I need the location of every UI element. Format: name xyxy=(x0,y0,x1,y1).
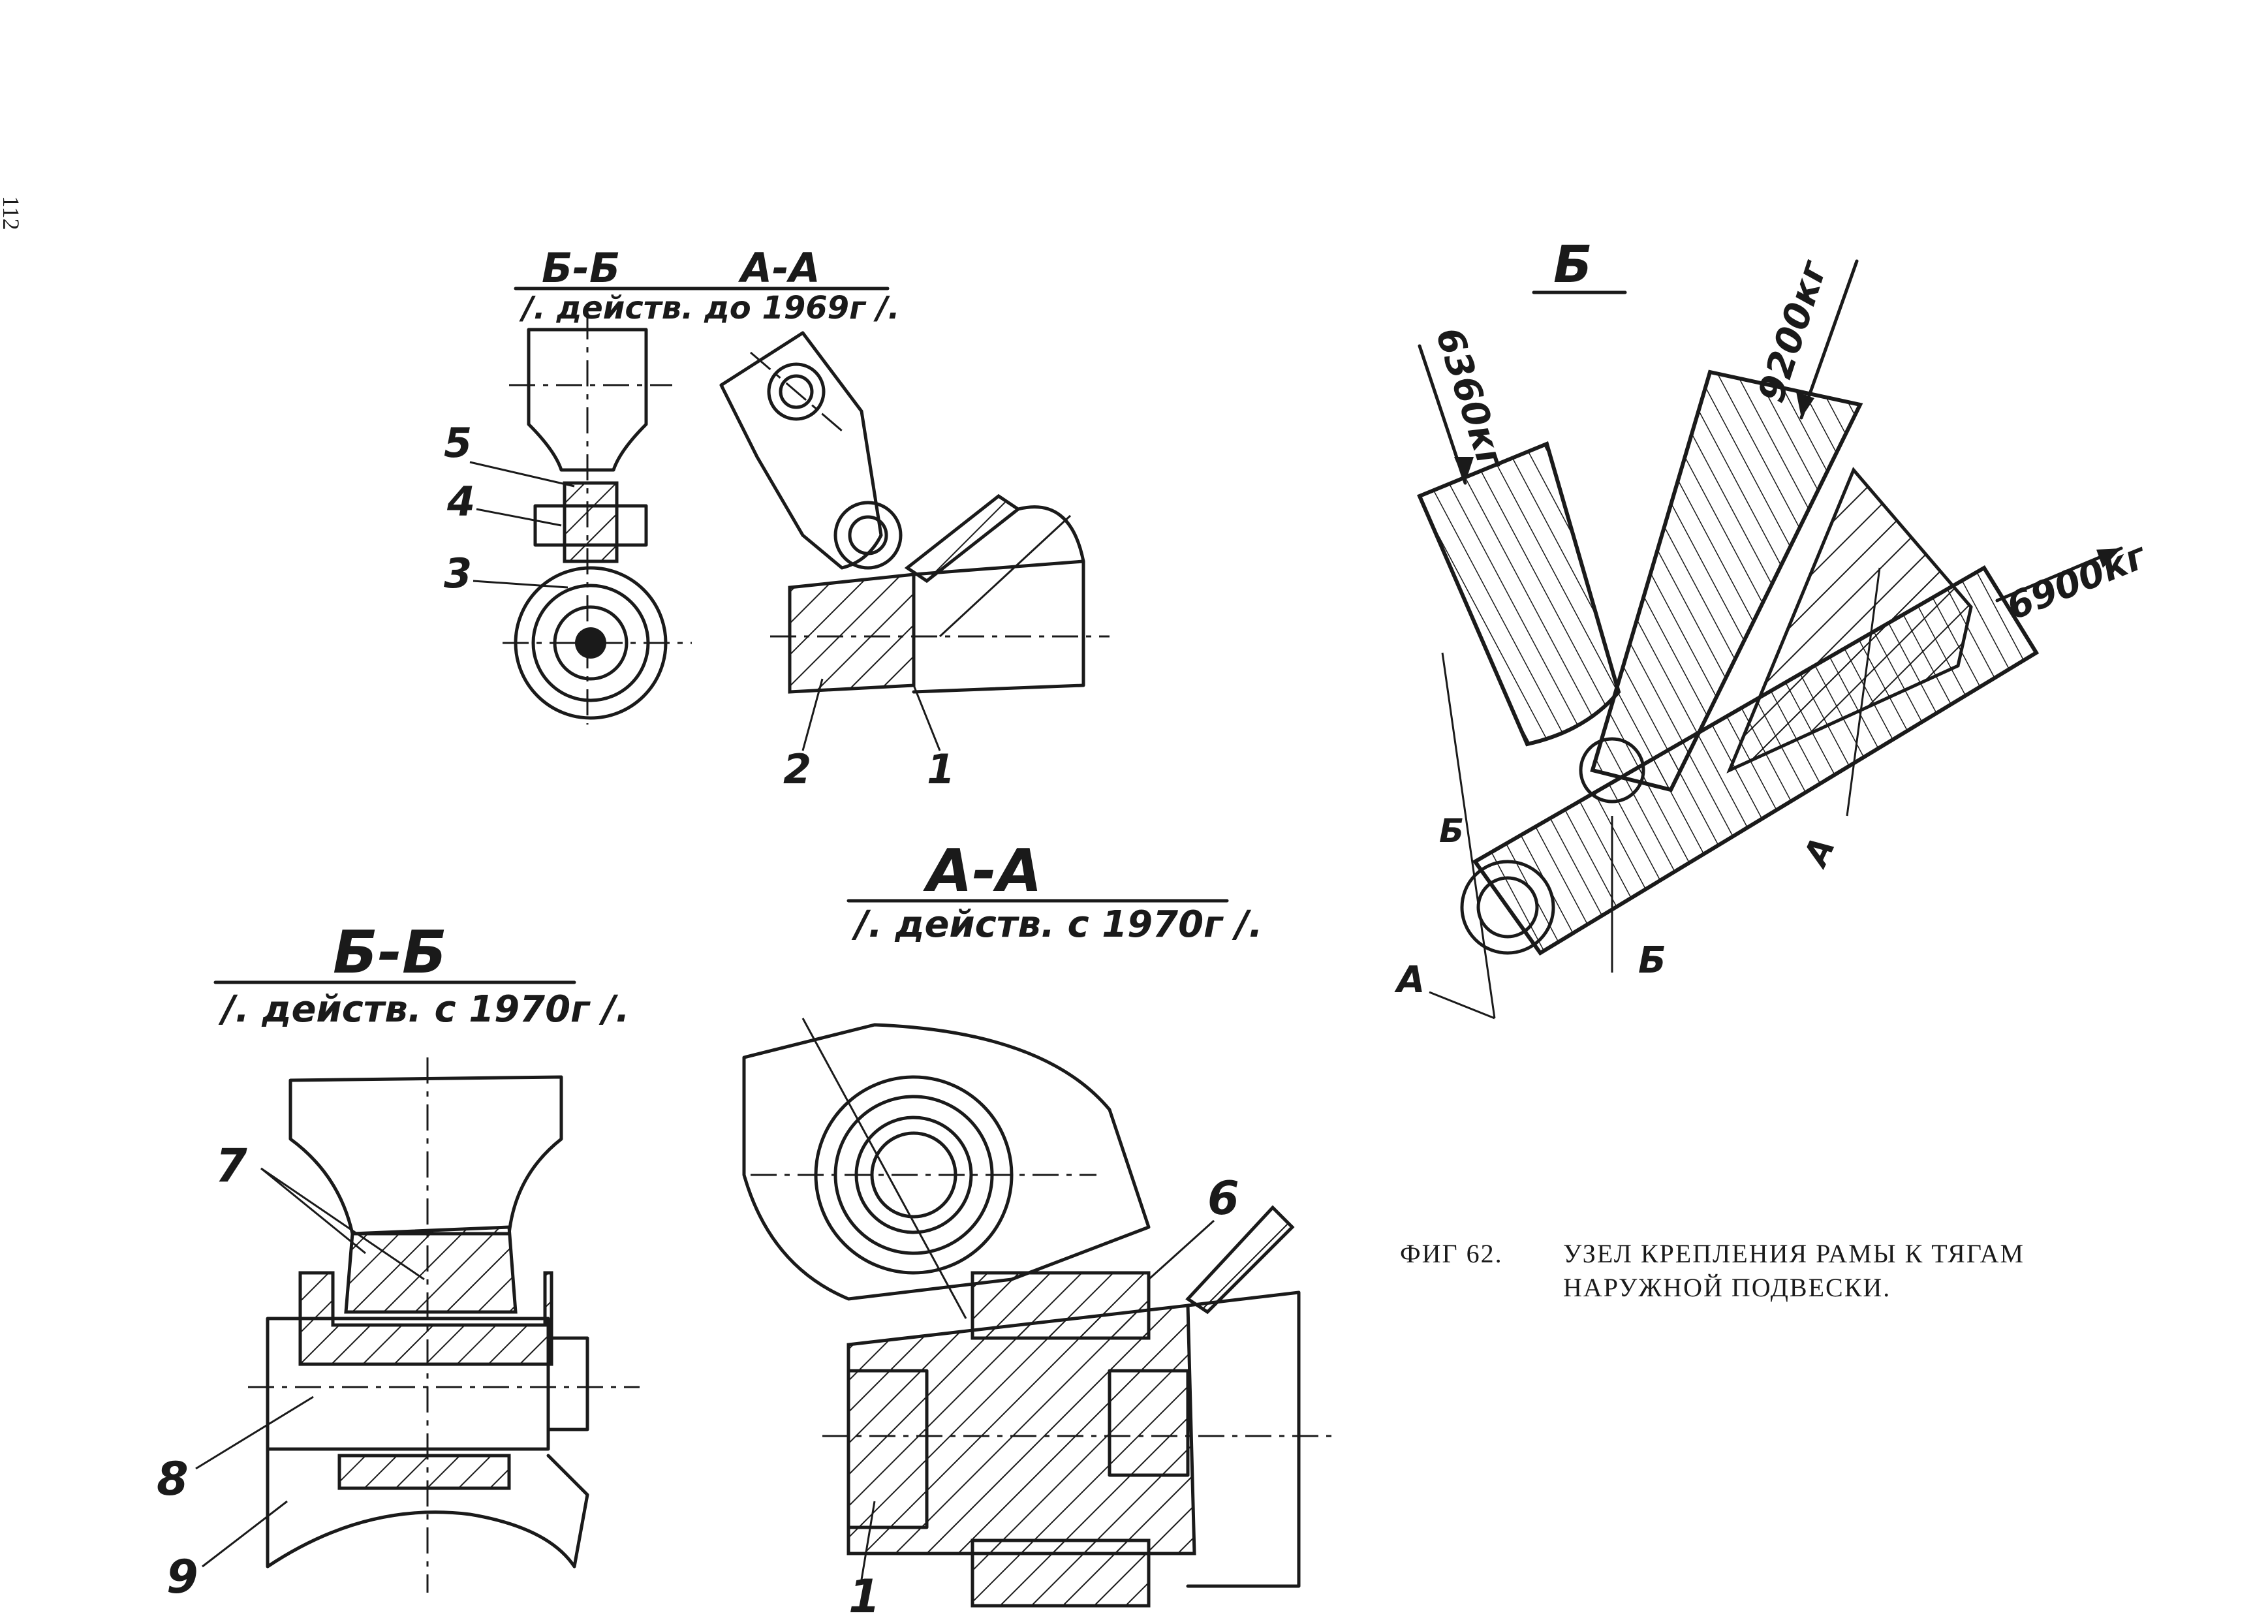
mark-a-right: А xyxy=(1795,832,1843,874)
callout-9: 9 xyxy=(166,1550,198,1604)
callout-8: 8 xyxy=(157,1452,189,1506)
view-bottom-middle: А-А /. действ. с 1970г /. 6 1 xyxy=(742,837,1338,1623)
figure-title-line1: УЗЕЛ КРЕПЛЕНИЯ РАМЫ К ТЯГАМ xyxy=(1563,1239,2025,1268)
load-9200: 9200кг xyxy=(1750,255,1835,407)
figure-title-line2: НАРУЖНОЙ ПОДВЕСКИ. xyxy=(1563,1273,1891,1302)
section-aa-old xyxy=(719,331,1110,694)
view-b-title: Б xyxy=(1553,236,1592,294)
section-bb-old xyxy=(503,313,692,725)
callout-4: 4 xyxy=(446,478,475,525)
callout-2: 2 xyxy=(783,745,811,793)
callout-5: 5 xyxy=(444,419,472,467)
callout-3: 3 xyxy=(444,550,472,597)
note-from-1970-left: /. действ. с 1970г /. xyxy=(218,988,630,1031)
note-from-1970-middle: /. действ. с 1970г /. xyxy=(851,903,1263,946)
view-bottom-left: Б-Б /. действ. с 1970г /. 7 8 9 xyxy=(157,918,640,1604)
view-b: Б 6360кг 9200кг 6900кг А Б Б А xyxy=(1394,236,2153,1020)
view-top-left: Б-Б А-А /. действ. до 1969г /. xyxy=(444,244,1110,793)
load-6900: 6900кг xyxy=(2001,534,2153,629)
load-6360: 6360кг xyxy=(1427,322,1513,475)
note-until-1969: /. действ. до 1969г /. xyxy=(519,290,900,326)
figure-number: ФИГ 62. xyxy=(1400,1239,1503,1268)
section-label-aa: А-А xyxy=(738,244,820,292)
callout-6: 6 xyxy=(1207,1172,1239,1225)
section-aa-new-title: А-А xyxy=(923,837,1042,905)
callout-7: 7 xyxy=(215,1139,247,1193)
section-bb-new-title: Б-Б xyxy=(333,918,447,987)
callout-1-top: 1 xyxy=(927,745,955,793)
callout-1-bottom: 1 xyxy=(848,1570,880,1623)
mark-b-bottom: Б xyxy=(1638,939,1666,982)
mark-b-left: Б xyxy=(1439,812,1464,850)
section-label-bb: Б-Б xyxy=(542,244,620,292)
main-beam xyxy=(1472,565,2040,956)
mark-a-left: А xyxy=(1394,959,1425,1001)
